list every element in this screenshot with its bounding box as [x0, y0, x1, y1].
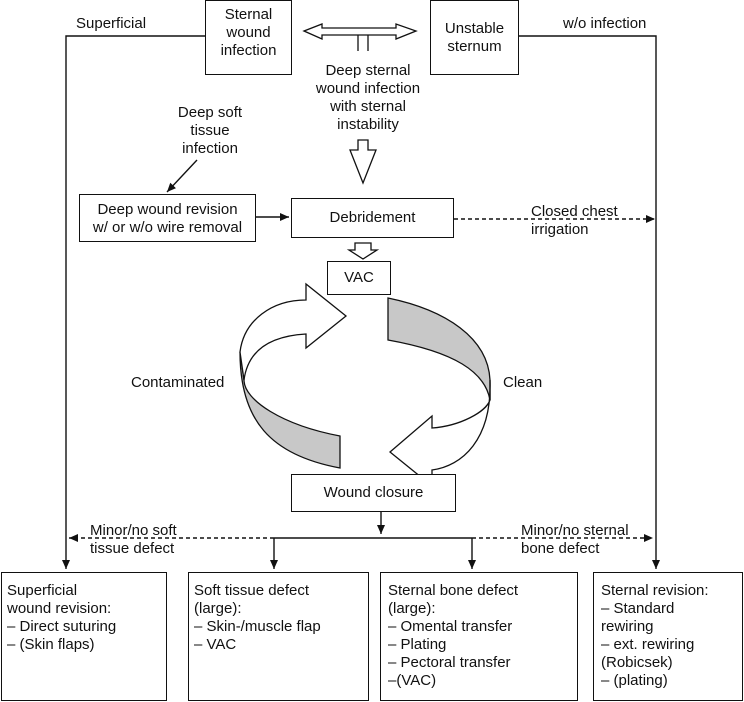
closed-chest-irrigation-label: Closed chest irrigation	[531, 203, 618, 238]
double-arrow-stem	[357, 35, 369, 51]
connector-superficial	[62, 35, 205, 569]
deep-sternal-instability-label: Deep sternal wound infection with sterna…	[315, 62, 421, 133]
debridement-box	[291, 198, 454, 238]
sternal-wound-infection-box	[205, 0, 292, 75]
minor-soft-tissue-label: Minor/no soft tissue defect	[90, 522, 177, 557]
wound-closure-box	[291, 474, 456, 512]
sternal-bone-defect-label: Sternal bone defect (large): – Omental t…	[388, 582, 519, 689]
sternal-bone-defect-box	[380, 572, 578, 701]
deep-soft-tissue-label: Deep soft tissue infection	[177, 104, 243, 157]
deep-wound-revision-box	[79, 194, 256, 242]
soft-tissue-defect-label: Soft tissue defect (large): – Skin-/musc…	[194, 582, 321, 653]
connector-deep-soft-tissue	[166, 159, 198, 193]
cycle-right-band	[387, 297, 491, 401]
double-headed-arrow	[302, 23, 418, 41]
minor-sternal-bone-label: Minor/no sternal bone defect	[521, 522, 629, 557]
wound-closure-label: Wound closure	[323, 484, 424, 501]
sternal-wound-infection-label: Sternal wound infection	[220, 6, 277, 59]
unstable-sternum-label: Unstable sternum	[444, 20, 505, 55]
cycle-left-band	[239, 351, 341, 469]
down-arrow-to-vac	[346, 242, 380, 260]
vac-label: VAC	[344, 269, 374, 286]
contaminated-label: Contaminated	[131, 374, 225, 391]
deep-wound-revision-label: Deep wound revision w/ or w/o wire remov…	[92, 201, 243, 236]
clean-label: Clean	[503, 374, 543, 391]
cycle-left-arrow	[239, 282, 348, 381]
wo-infection-edge-label: w/o infection	[563, 15, 647, 32]
sternal-revision-box	[593, 572, 743, 701]
down-arrow-to-debridement	[349, 139, 377, 185]
debridement-label: Debridement	[329, 209, 416, 226]
superficial-revision-box	[1, 572, 167, 701]
vac-box	[327, 261, 391, 295]
cycle-right-arrow	[388, 379, 491, 488]
connector-wo-infection	[518, 35, 660, 569]
superficial-edge-label: Superficial	[76, 15, 147, 32]
soft-tissue-defect-box	[188, 572, 369, 701]
sternal-revision-label: Sternal revision: – Standard rewiring – …	[601, 582, 709, 689]
unstable-sternum-box	[430, 0, 519, 75]
superficial-revision-label: Superficial wound revision: – Direct sut…	[7, 582, 117, 653]
